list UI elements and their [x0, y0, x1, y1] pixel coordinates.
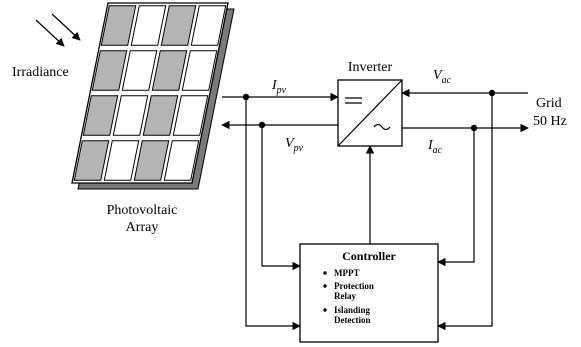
pv-cell	[82, 95, 119, 136]
pv-array-label-line2: Array	[126, 220, 159, 235]
photovoltaic-array-panel	[71, 2, 235, 190]
ipv-label: Ipv	[271, 78, 287, 96]
controller-feedback-wires	[245, 93, 493, 331]
iac-label: Iac	[427, 138, 443, 156]
pv-cell	[142, 95, 179, 136]
pv-cell	[163, 140, 200, 181]
irradiance-label: Irradiance	[12, 65, 69, 80]
inverter-label: Inverter	[348, 60, 393, 75]
controller-item-detection: Detection	[334, 315, 370, 325]
controller-title: Controller	[342, 249, 396, 263]
controller-item-islanding: Islanding	[334, 305, 371, 315]
pv-cell	[112, 95, 149, 136]
pv-array-label-line1: Photovoltaic	[107, 203, 178, 218]
ac-current-line	[402, 123, 529, 133]
pv-cell	[172, 95, 209, 136]
inverter-block	[337, 79, 403, 147]
pv-cell	[181, 50, 218, 91]
grid-label-line2: 50 Hz	[533, 114, 567, 129]
pv-cell	[133, 140, 170, 181]
dc-voltage-line	[221, 120, 338, 130]
pv-cell	[91, 50, 128, 91]
controller-items: MPPT Protection Relay Islanding Detectio…	[323, 268, 374, 325]
controller-item-protection: Protection	[334, 281, 374, 291]
controller-item-relay: Relay	[334, 291, 356, 301]
irradiance-arrows	[35, 13, 81, 47]
pv-cell	[100, 5, 137, 46]
pv-cell	[151, 50, 188, 91]
vpv-label: Vpv	[285, 136, 304, 154]
ac-voltage-line	[401, 88, 528, 98]
controller-item-mppt: MPPT	[334, 268, 360, 278]
grid-label-line1: Grid	[536, 96, 562, 111]
pv-cell	[130, 5, 167, 46]
vac-label: Vac	[433, 68, 452, 86]
pv-cell	[121, 50, 158, 91]
pv-cell	[103, 140, 140, 181]
pv-cell	[190, 5, 227, 46]
controller-block	[299, 243, 439, 343]
pv-cell	[160, 5, 197, 46]
pv-cell	[73, 140, 110, 181]
